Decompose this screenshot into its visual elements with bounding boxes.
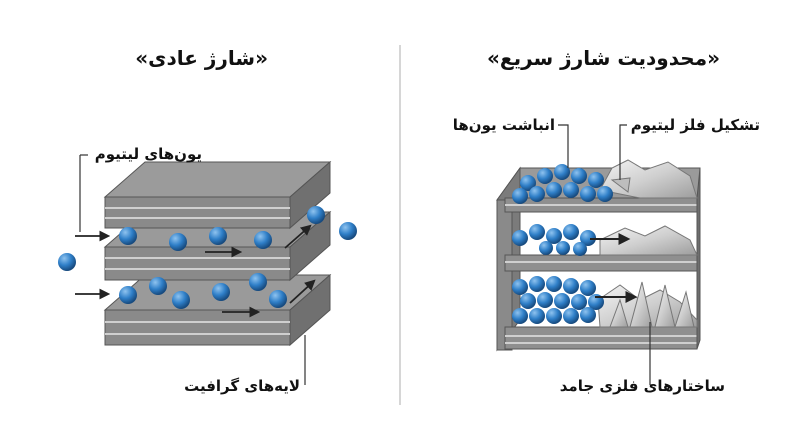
ion [339, 222, 357, 240]
ion [539, 241, 553, 255]
graphite-shelf-2 [504, 254, 698, 272]
ion [580, 230, 596, 246]
ion [546, 276, 562, 292]
lithium-ions-accumulated [512, 164, 613, 324]
ion [119, 286, 137, 304]
label-graphite-layers: لایه‌های گرافیت [184, 377, 300, 395]
ion [563, 224, 579, 240]
ion [580, 307, 596, 323]
ion [537, 168, 553, 184]
ion-flow-arrows-right [590, 233, 638, 303]
ion [209, 227, 227, 245]
ion [212, 283, 230, 301]
ion [119, 227, 137, 245]
label-solid-metal-structures: ساختارهای فلزی جامد [559, 377, 725, 395]
callout-line-accumulation [558, 124, 569, 168]
ion [571, 294, 587, 310]
ion [556, 241, 570, 255]
ion [546, 182, 562, 198]
label-lithium-ions: یون‌های لیتیوم [94, 145, 202, 163]
ion [307, 206, 325, 224]
ion [573, 242, 587, 256]
ion [580, 186, 596, 202]
ion [554, 164, 570, 180]
ion [254, 231, 272, 249]
lithium-metal-plating [597, 159, 698, 328]
ion [169, 233, 187, 251]
ion [512, 308, 528, 324]
ion [269, 290, 287, 308]
graphite-layer-top [103, 160, 332, 230]
ion [597, 186, 613, 202]
ion [571, 168, 587, 184]
callout-line-plating [619, 124, 627, 180]
right-panel-title: «محدودیت شارژ سریع» [487, 46, 720, 70]
ion [512, 188, 528, 204]
ion [588, 172, 604, 188]
ion [563, 308, 579, 324]
ion [58, 253, 76, 271]
graphite-shelf-3 [504, 326, 698, 350]
solid-metal-structures [609, 281, 695, 328]
ion [537, 292, 553, 308]
ion [546, 308, 562, 324]
ion [563, 278, 579, 294]
ion [580, 280, 596, 296]
ion [149, 277, 167, 295]
ion-flow-arrows-left [75, 224, 316, 318]
ion [249, 273, 267, 291]
label-ion-accumulation: انباشت یون‌ها [452, 116, 555, 134]
ion [529, 186, 545, 202]
ion [529, 276, 545, 292]
ion [554, 293, 570, 309]
ion [172, 291, 190, 309]
label-lithium-plating: تشکیل فلز لیتیوم [630, 116, 760, 134]
lithium-ions-left [58, 206, 357, 309]
ion [529, 224, 545, 240]
ion [520, 175, 536, 191]
left-panel-title: «شارژ عادی» [135, 46, 268, 70]
ion [563, 182, 579, 198]
ion [529, 308, 545, 324]
ion [546, 228, 562, 244]
ion [512, 279, 528, 295]
ion [520, 293, 536, 309]
ion [512, 230, 528, 246]
graphite-layer-stack [103, 160, 332, 347]
